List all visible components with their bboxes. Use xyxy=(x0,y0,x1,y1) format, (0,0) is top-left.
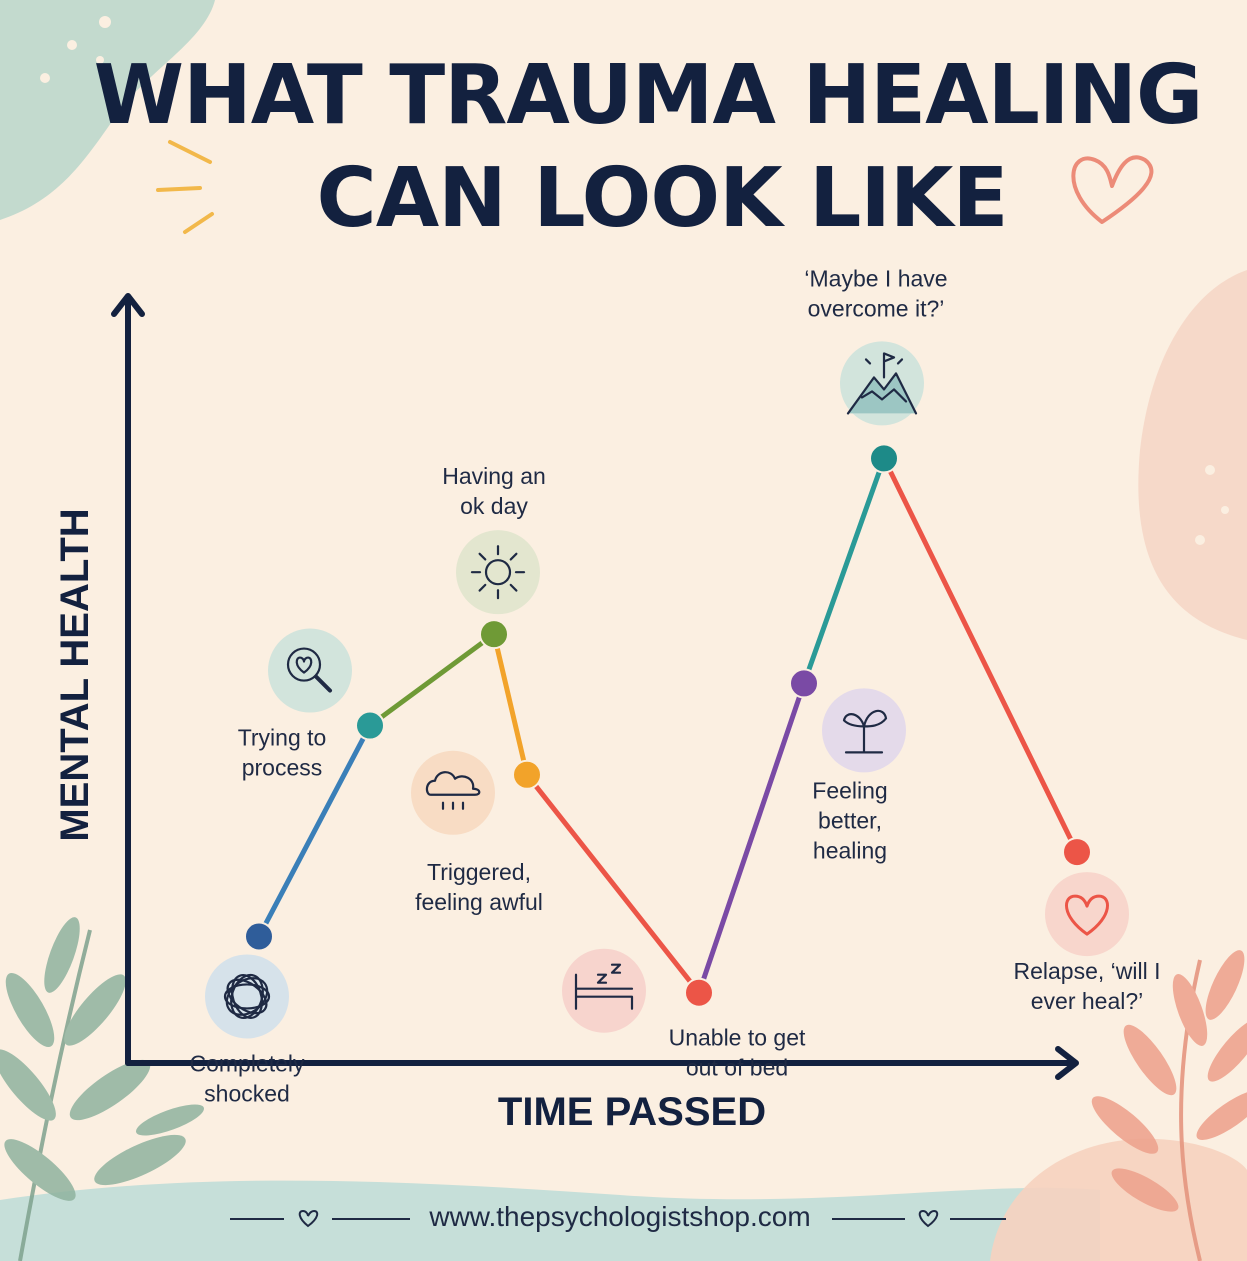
sun-icon xyxy=(456,530,540,615)
blob-dot xyxy=(96,56,104,64)
footer: www.thepsychologistshop.com xyxy=(230,1201,1006,1232)
point-label: ever heal?’ xyxy=(1031,988,1144,1014)
icon-badge xyxy=(562,948,646,1033)
data-point xyxy=(355,710,385,741)
point-label: Feeling xyxy=(812,777,887,803)
blob-dot xyxy=(67,40,77,50)
right-blob xyxy=(1138,270,1247,640)
y-axis-arrowhead xyxy=(111,293,145,317)
point-label: shocked xyxy=(204,1080,290,1106)
point-label: Completely xyxy=(189,1050,305,1076)
line-segment xyxy=(696,680,807,996)
line-segment xyxy=(801,455,887,686)
y-axis-label: MENTAL HEALTH xyxy=(53,508,97,841)
point-label: Triggered, xyxy=(427,859,531,885)
point-label: healing xyxy=(813,837,887,863)
heart-outline-icon xyxy=(1071,155,1154,224)
heart-magnifier-icon xyxy=(268,628,352,713)
footer-url[interactable]: www.thepsychologistshop.com xyxy=(428,1201,810,1232)
x-axis-arrowhead xyxy=(1055,1046,1079,1080)
data-point xyxy=(479,619,509,650)
icon-badge xyxy=(205,954,289,1039)
point-label: Relapse, ‘will I xyxy=(1014,958,1161,984)
small-heart-icon xyxy=(298,1209,319,1228)
point-label: Trying to xyxy=(238,725,327,751)
point-label: Unable to get xyxy=(669,1025,806,1051)
data-point xyxy=(869,443,899,474)
rain-cloud-icon xyxy=(411,750,495,835)
line-segment xyxy=(367,631,497,729)
title-line-2: CAN LOOK LIKE xyxy=(317,151,1008,246)
point-icons xyxy=(205,341,1129,1039)
heart-icon xyxy=(1045,872,1129,957)
icon-badge xyxy=(268,628,352,713)
top-left-blob xyxy=(0,0,215,220)
blob-dot xyxy=(1195,535,1205,545)
left-leaf-branch-icon xyxy=(0,917,205,1261)
icon-badge xyxy=(456,530,540,615)
title-line-1: WHAT TRAUMA HEALING xyxy=(94,48,1203,143)
small-heart-icon xyxy=(918,1209,939,1228)
point-label: feeling awful xyxy=(415,889,543,915)
point-label: better, xyxy=(818,807,882,833)
point-label: ok day xyxy=(460,493,528,519)
tangled-scribble-icon xyxy=(205,954,289,1039)
line-segments xyxy=(256,455,1080,996)
point-label: overcome it?’ xyxy=(808,295,945,321)
point-labels: Completely shocked Trying to process Having … xyxy=(189,265,1160,1106)
icon-badge xyxy=(1045,872,1129,957)
data-point xyxy=(512,759,542,790)
point-label: Having an xyxy=(442,463,546,489)
sprout-icon xyxy=(822,688,906,773)
blob-dot xyxy=(1205,465,1215,475)
line-segment xyxy=(491,631,530,778)
data-points xyxy=(244,443,1092,1008)
data-point xyxy=(244,921,274,952)
line-segment xyxy=(881,455,1080,855)
right-leaf-branch-icon xyxy=(1091,950,1247,1261)
icon-badge xyxy=(411,750,495,835)
line-segment xyxy=(524,772,702,996)
sparkle-icon xyxy=(156,140,214,234)
sleeping-bed-icon xyxy=(562,948,646,1033)
data-point xyxy=(684,977,714,1008)
data-point xyxy=(789,668,819,699)
blob-dot xyxy=(1221,506,1229,514)
bottom-wave-teal xyxy=(0,1180,1100,1261)
point-label: process xyxy=(242,755,323,781)
data-point xyxy=(1062,837,1092,868)
axes xyxy=(111,293,1079,1080)
blob-dot xyxy=(99,16,111,28)
point-label: ‘Maybe I have xyxy=(804,265,947,291)
x-axis-label: TIME PASSED xyxy=(498,1090,766,1134)
bottom-right-blob xyxy=(990,1138,1247,1261)
mountain-flag-icon xyxy=(840,341,924,426)
blob-dot xyxy=(40,73,50,83)
line-segment xyxy=(256,723,373,939)
point-label: out of bed xyxy=(686,1055,788,1081)
